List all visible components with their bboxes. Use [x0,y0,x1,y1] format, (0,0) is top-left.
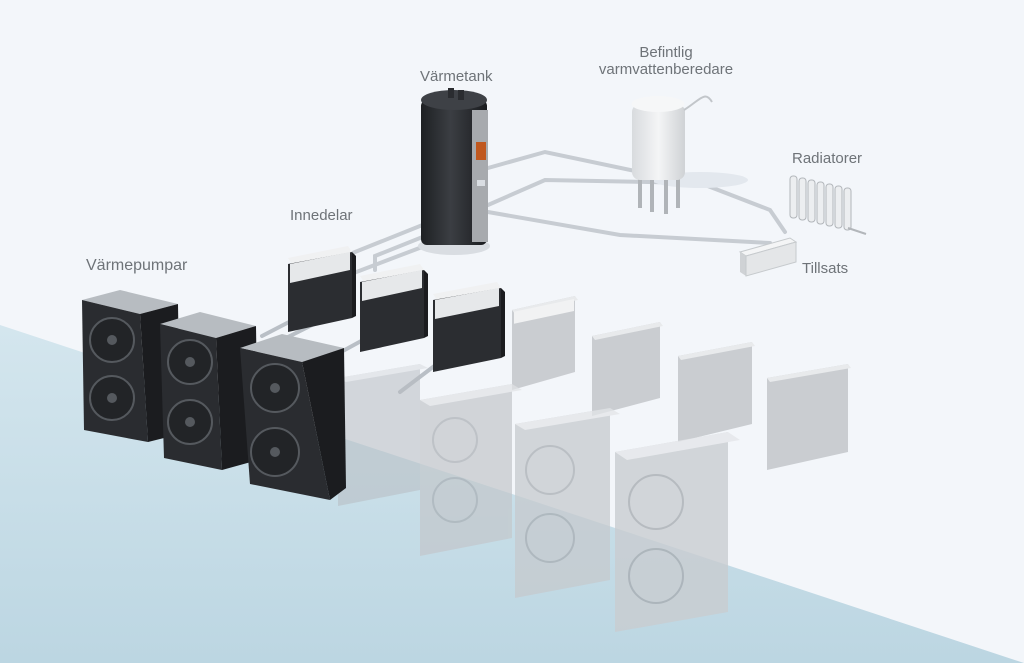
label-existing-water-heater-line2: varmvattenberedare [598,61,734,78]
optional-indoor-unit [592,322,663,416]
heat-pump [160,312,258,470]
optional-heat-pumps [338,364,740,632]
indoor-unit [288,246,356,332]
heat-pump [82,290,180,442]
optional-indoor-unit [512,296,578,390]
label-addon: Tillsats [802,260,849,277]
optional-heat-pump [338,364,428,506]
optional-indoor-unit [678,342,755,442]
label-existing-water-heater-line1: Befintlig [639,44,693,61]
optional-indoor-unit [767,364,851,470]
label-indoor-units: Innedelar [290,207,353,224]
indoor-units [288,246,505,372]
heat-tank [418,88,490,255]
addon-unit [738,237,798,277]
heat-pump [240,334,346,500]
label-existing-water-heater: Befintlig varmvattenberedare [596,44,736,78]
indoor-unit [360,264,428,352]
label-heat-tank: Värmetank [420,68,493,85]
optional-indoor-units [512,296,851,470]
radiator [789,175,867,235]
label-heat-pumps: Värmepumpar [86,257,188,274]
existing-water-heater [631,95,748,214]
optional-heat-pump [420,384,522,556]
heat-pumps [82,290,346,500]
optional-heat-pump [515,408,620,598]
label-radiators: Radiatorer [792,150,863,167]
pipes [328,149,787,284]
indoor-unit [433,282,505,372]
optional-heat-pump [615,432,740,632]
